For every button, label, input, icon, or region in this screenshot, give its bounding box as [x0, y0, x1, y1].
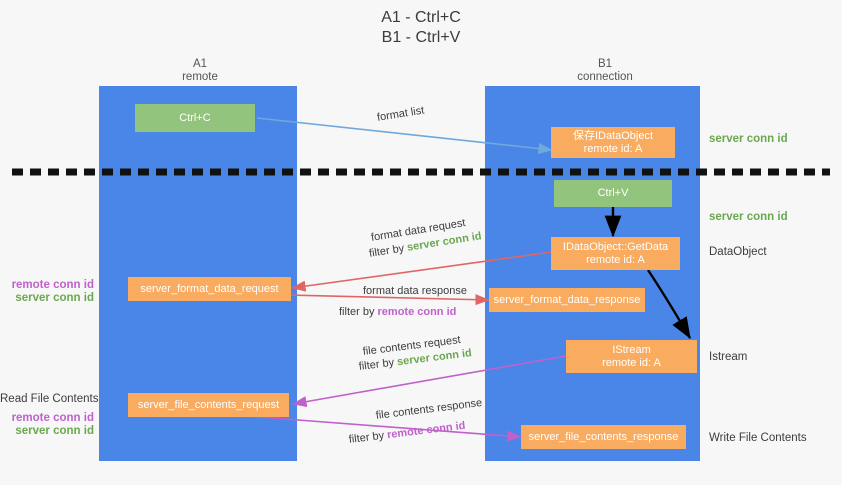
box-server-format-data-request[interactable]: server_format_data_request: [128, 277, 291, 301]
label-left-server-conn-id-2: server conn id: [15, 425, 94, 437]
annotation-format-data-response: format data response: [363, 284, 467, 298]
annotation-file-contents-response-filter: filter by remote conn id: [348, 419, 466, 447]
box-save-idataobject[interactable]: 保存IDataObject remote id: A: [551, 127, 675, 158]
annotation-file-contents-response-text: file contents response: [375, 396, 483, 422]
label-left-remote-conn-id-2: remote conn id: [11, 412, 94, 424]
column-header-b1-name: B1: [597, 58, 613, 70]
annotation-file-contents-response-filter-prefix: filter by: [348, 429, 388, 446]
box-server-file-contents-request[interactable]: server_file_contents_request: [128, 393, 289, 417]
label-right-dataobject: DataObject: [709, 246, 767, 258]
label-right-server-conn-id-top: server conn id: [709, 133, 788, 145]
annotation-format-data-response-text: format data response: [363, 285, 467, 297]
annotation-format-data-response-filter-prefix: filter by: [339, 306, 378, 318]
box-ctrl-c-label: Ctrl+C: [179, 111, 211, 124]
box-idataobject-getdata[interactable]: IDataObject::GetData remote id: A: [551, 237, 680, 270]
column-header-a1-name: A1: [192, 58, 208, 70]
box-ctrl-v[interactable]: Ctrl+V: [554, 180, 672, 207]
column-header-b1: B1 connection: [540, 58, 670, 84]
label-left-server-conn-id-1: server conn id: [15, 292, 94, 304]
box-server-file-contents-request-label: server_file_contents_request: [137, 398, 280, 411]
label-left-remote-conn-id-1: remote conn id: [11, 279, 94, 291]
column-header-a1: A1 remote: [140, 58, 260, 84]
box-istream-line2: remote id: A: [602, 356, 661, 369]
label-right-server-conn-id-mid: server conn id: [709, 211, 788, 223]
box-server-file-contents-response[interactable]: server_file_contents_response: [521, 425, 686, 449]
label-right-write-file-contents: Write File Contents: [709, 432, 807, 444]
annotation-file-contents-request-filter-prefix: filter by: [358, 356, 398, 373]
diagram-title: A1 - Ctrl+C B1 - Ctrl+V: [0, 8, 842, 48]
title-line-1: A1 - Ctrl+C: [381, 9, 461, 26]
label-left-read-file-contents: Read File Contents: [0, 393, 99, 405]
box-server-format-data-response[interactable]: server_format_data_response: [489, 288, 645, 312]
annotation-file-contents-response: file contents response: [375, 396, 483, 423]
box-save-idataobject-line1: 保存IDataObject: [572, 129, 654, 142]
box-server-file-contents-response-label: server_file_contents_response: [528, 430, 679, 443]
annotation-format-data-response-filter-value: remote conn id: [377, 306, 457, 318]
box-istream[interactable]: IStream remote id: A: [566, 340, 697, 373]
annotation-format-list: format list: [376, 104, 425, 125]
box-idataobject-getdata-line1: IDataObject::GetData: [562, 240, 669, 253]
box-istream-line1: IStream: [612, 343, 651, 356]
box-server-format-data-response-label: server_format_data_response: [493, 293, 641, 306]
column-header-b1-role: connection: [577, 71, 633, 83]
box-save-idataobject-line2: remote id: A: [583, 142, 643, 155]
box-ctrl-c[interactable]: Ctrl+C: [135, 104, 255, 132]
annotation-format-data-request-filter-prefix: filter by: [368, 241, 409, 260]
box-ctrl-v-label: Ctrl+V: [597, 187, 629, 199]
box-idataobject-getdata-line2: remote id: A: [586, 253, 645, 266]
title-line-2: B1 - Ctrl+V: [381, 29, 461, 46]
annotation-file-contents-response-filter-value: remote conn id: [386, 419, 467, 442]
column-header-a1-role: remote: [182, 71, 218, 83]
label-right-istream: Istream: [709, 351, 748, 363]
box-server-format-data-request-label: server_format_data_request: [140, 282, 279, 295]
annotation-format-list-text: format list: [376, 104, 426, 124]
annotation-format-data-response-filter: filter by remote conn id: [339, 305, 456, 319]
